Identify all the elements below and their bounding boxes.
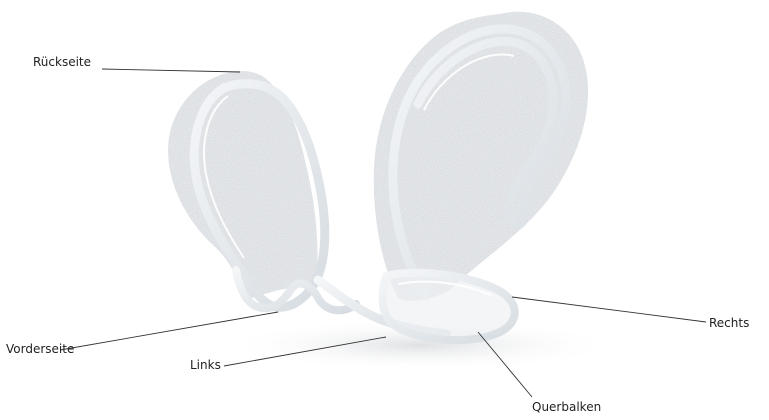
label-right: Rechts xyxy=(709,316,749,330)
label-left: Links xyxy=(190,358,221,372)
label-front: Vorderseite xyxy=(6,342,74,356)
leader-right xyxy=(512,297,706,322)
label-crossbar: Querbalken xyxy=(532,400,601,414)
label-back: Rückseite xyxy=(33,55,91,69)
leader-back xyxy=(102,69,240,72)
